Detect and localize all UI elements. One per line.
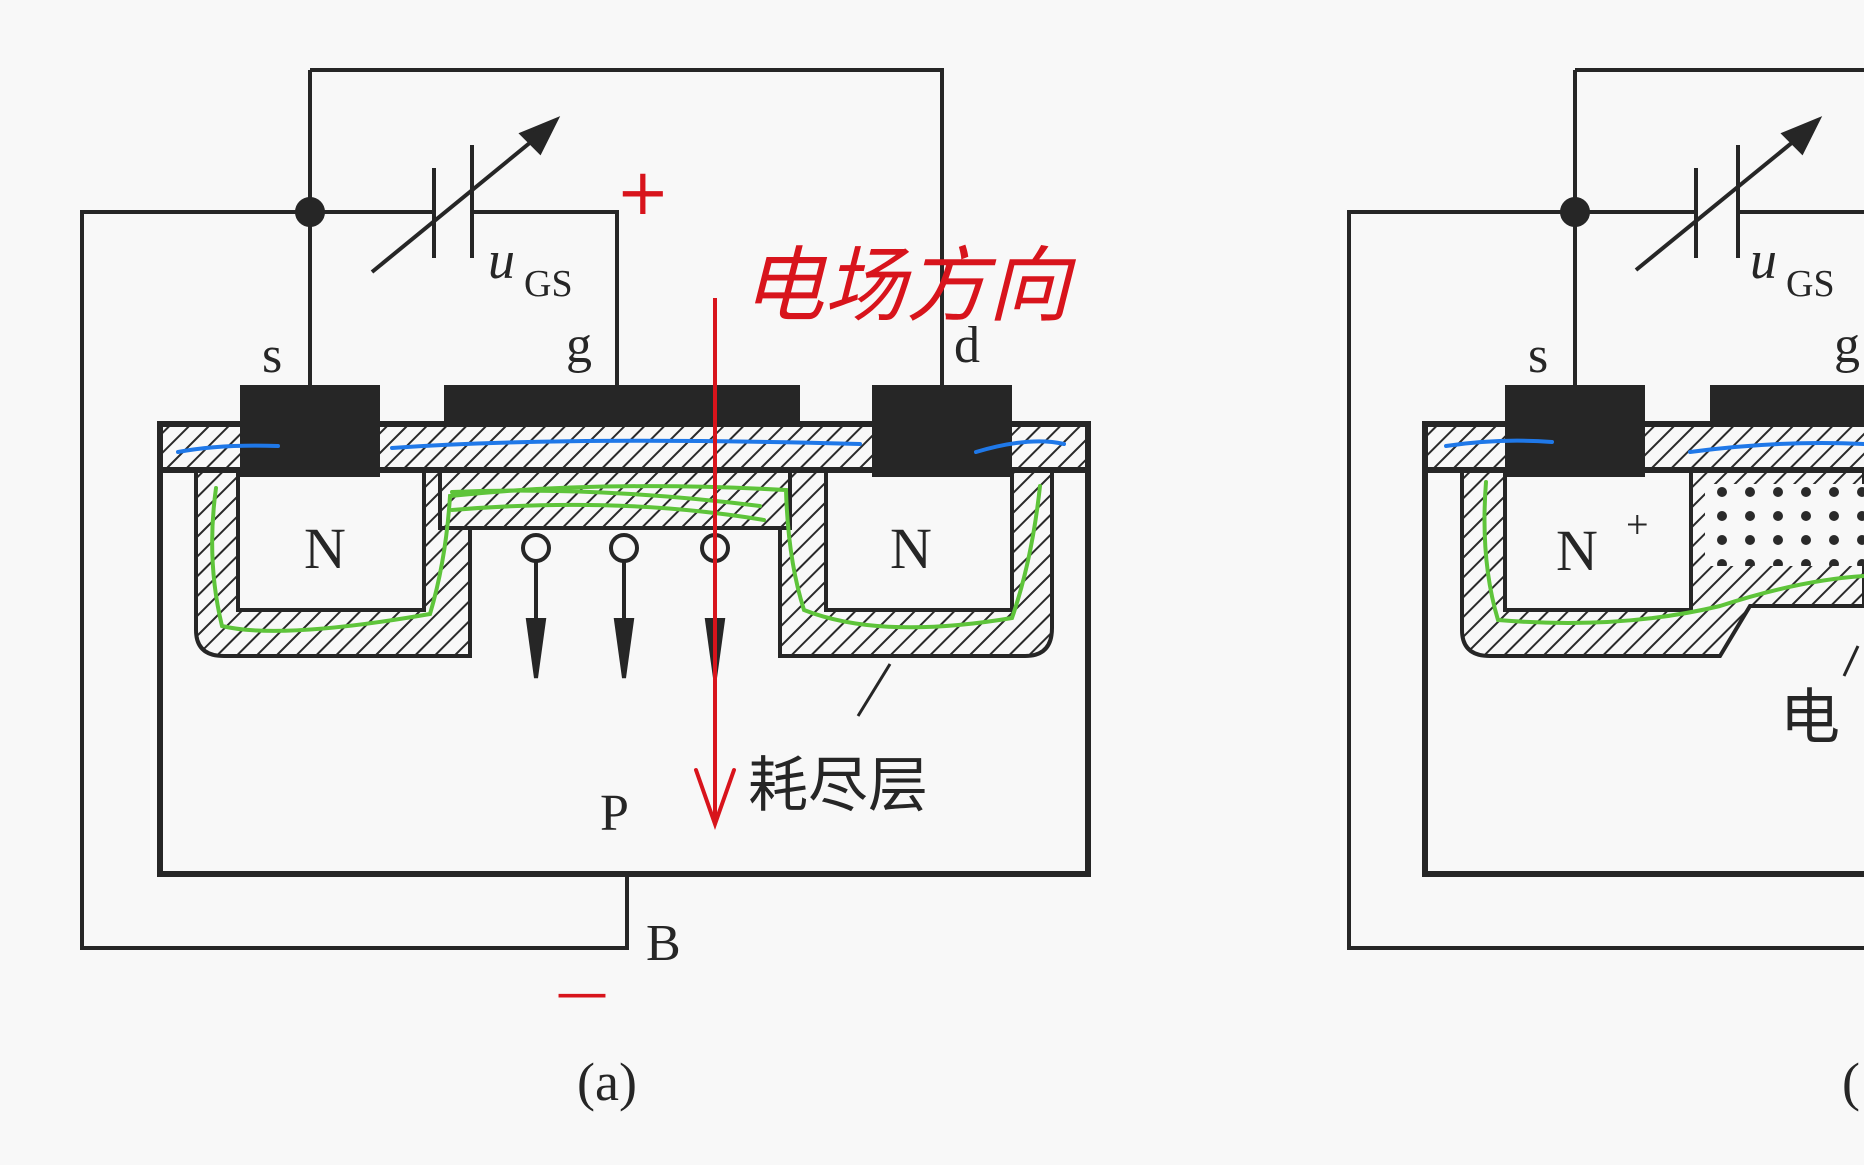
caption-a: (a) [577, 1052, 637, 1112]
figure-b [1347, 68, 1864, 950]
terminal-s-label-b: s [1528, 327, 1548, 384]
variable-arrow [370, 126, 550, 274]
caption-b-partial: ( [1842, 1052, 1860, 1112]
ugs-label-b: u [1750, 230, 1777, 290]
terminal-g-label: g [566, 317, 592, 374]
ugs-label: u [488, 230, 515, 290]
n-plus-superscript: + [1626, 502, 1649, 547]
wire-body-b [1347, 210, 1864, 950]
gate-electrode-b [1710, 385, 1864, 425]
n-region-left [236, 468, 426, 612]
variable-arrow-b [1634, 126, 1812, 272]
n-region-right [824, 468, 1014, 612]
wire-source-body [80, 210, 629, 950]
electron-label-partial: 电 [1780, 683, 1840, 753]
source-contact [240, 385, 380, 477]
wire-gate [472, 210, 619, 388]
figure-a [80, 68, 1091, 950]
drain-contact [872, 385, 1012, 477]
terminal-d-label: d [954, 317, 980, 374]
n-plus-region [1503, 468, 1693, 612]
plus-annotation: + [616, 156, 670, 230]
gate-electrode [444, 385, 800, 425]
terminal-g-label-b: g [1834, 317, 1860, 374]
blue-oxide-markings [176, 438, 1864, 454]
n-plus-label: N [1556, 518, 1598, 583]
terminal-s-label: s [262, 327, 282, 384]
depletion-layer-label: 耗尽层 [748, 751, 928, 821]
depletion-leader [856, 663, 892, 717]
ugs-subscript-b: GS [1786, 263, 1835, 305]
wire-source-drain [310, 68, 944, 388]
variable-arrow-head [518, 116, 561, 156]
minus-annotation: — [556, 963, 608, 1023]
terminal-b-label: B [646, 915, 681, 972]
electric-field-arrow [694, 298, 736, 831]
junction-dot [295, 197, 325, 227]
n-right-label: N [890, 516, 932, 581]
inversion-electrons [1705, 484, 1864, 566]
green-depletion-markings [210, 480, 1864, 633]
junction-dot-b [1560, 197, 1590, 227]
n-left-label: N [304, 516, 346, 581]
field-direction-annotation: 电场方向 [742, 239, 1077, 334]
p-substrate-label: P [600, 785, 629, 842]
source-contact-b [1505, 385, 1645, 477]
ugs-subscript: GS [524, 263, 573, 305]
depletion-channel [438, 468, 792, 530]
